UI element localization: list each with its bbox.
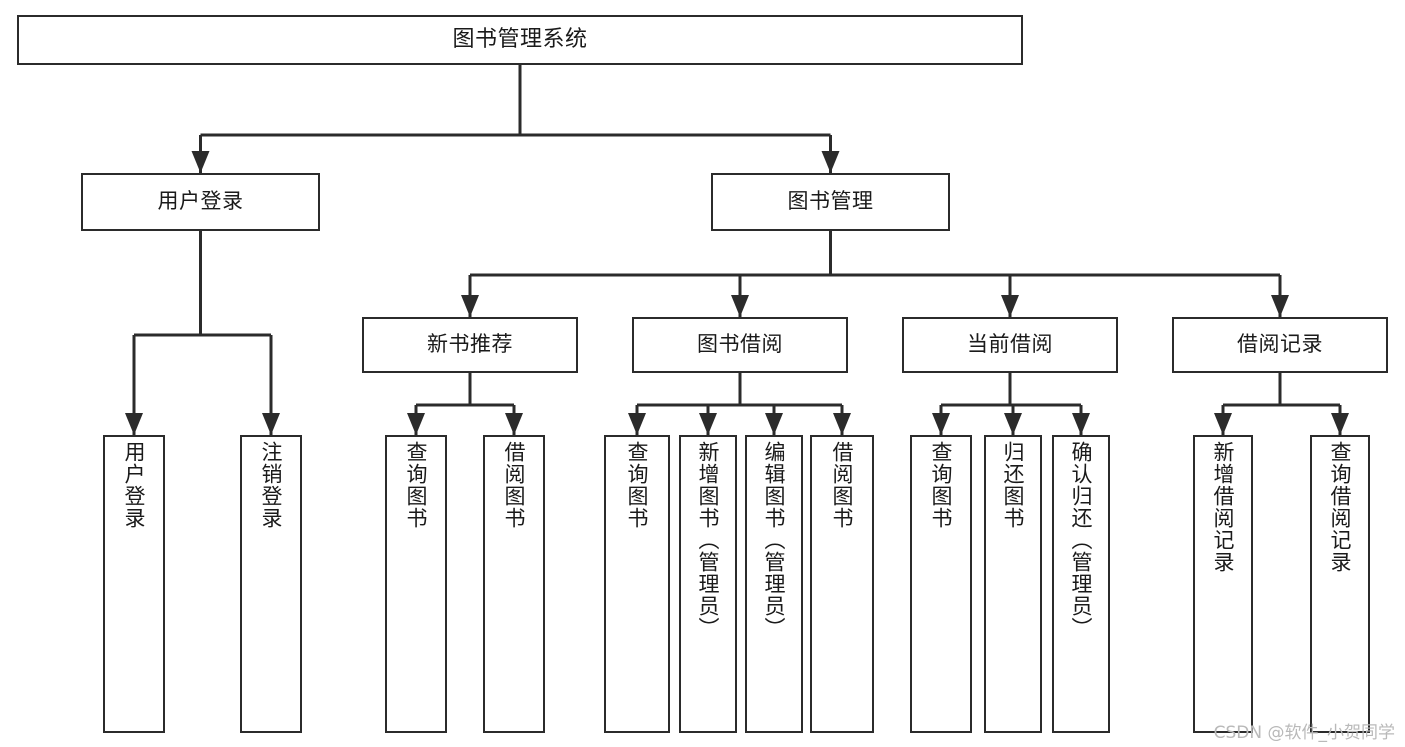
node-label: 新增借阅记录 bbox=[1211, 441, 1236, 573]
node-leaf-rec-1[interactable]: 新增借阅记录 bbox=[1193, 435, 1253, 733]
node-label: 借阅记录 bbox=[1237, 332, 1323, 357]
arrowhead bbox=[505, 413, 523, 435]
arrowhead bbox=[262, 413, 280, 435]
arrowhead bbox=[1331, 413, 1349, 435]
node-label: 归还图书 bbox=[1001, 441, 1026, 529]
node-leaf-bor-2[interactable]: 新增图书（管理员） bbox=[679, 435, 737, 733]
node-leaf-login-1[interactable]: 用户登录 bbox=[103, 435, 165, 733]
arrowhead bbox=[407, 413, 425, 435]
arrowhead bbox=[833, 413, 851, 435]
node-label: 借阅图书 bbox=[502, 441, 527, 529]
node-leaf-new-1[interactable]: 查询图书 bbox=[385, 435, 447, 733]
arrowhead bbox=[461, 295, 479, 317]
node-label: 查询借阅记录 bbox=[1328, 441, 1353, 573]
arrowhead bbox=[765, 413, 783, 435]
node-label: 借阅图书 bbox=[830, 441, 855, 529]
node-leaf-new-2[interactable]: 借阅图书 bbox=[483, 435, 545, 733]
node-label: 查询图书 bbox=[404, 441, 429, 529]
node-leaf-bor-4[interactable]: 借阅图书 bbox=[810, 435, 874, 733]
arrowhead bbox=[1001, 295, 1019, 317]
arrowhead bbox=[1214, 413, 1232, 435]
node-label: 查询图书 bbox=[929, 441, 954, 529]
arrowhead bbox=[932, 413, 950, 435]
node-label: 图书管理系统 bbox=[452, 26, 588, 52]
node-login[interactable]: 用户登录 bbox=[81, 173, 320, 231]
node-bookmgmt[interactable]: 图书管理 bbox=[711, 173, 950, 231]
arrowhead bbox=[699, 413, 717, 435]
node-label: 编辑图书（管理员） bbox=[762, 441, 787, 639]
node-label: 查询图书 bbox=[625, 441, 650, 529]
node-leaf-login-2[interactable]: 注销登录 bbox=[240, 435, 302, 733]
node-borrow[interactable]: 图书借阅 bbox=[632, 317, 848, 373]
arrowhead bbox=[731, 295, 749, 317]
node-label: 用户登录 bbox=[157, 189, 244, 214]
arrowhead bbox=[628, 413, 646, 435]
node-leaf-bor-1[interactable]: 查询图书 bbox=[604, 435, 670, 733]
node-record[interactable]: 借阅记录 bbox=[1172, 317, 1388, 373]
node-label: 用户登录 bbox=[122, 441, 147, 529]
node-label: 图书管理 bbox=[787, 189, 874, 214]
node-root[interactable]: 图书管理系统 bbox=[17, 15, 1023, 65]
arrowhead bbox=[1004, 413, 1022, 435]
node-label: 新书推荐 bbox=[427, 332, 513, 357]
node-label: 确认归还（管理员） bbox=[1069, 441, 1094, 639]
arrowhead bbox=[125, 413, 143, 435]
node-leaf-cur-1[interactable]: 查询图书 bbox=[910, 435, 972, 733]
node-leaf-cur-3[interactable]: 确认归还（管理员） bbox=[1052, 435, 1110, 733]
arrowhead bbox=[821, 151, 840, 173]
node-label: 图书借阅 bbox=[697, 332, 783, 357]
node-current[interactable]: 当前借阅 bbox=[902, 317, 1118, 373]
node-leaf-cur-2[interactable]: 归还图书 bbox=[984, 435, 1042, 733]
arrowhead bbox=[1072, 413, 1090, 435]
node-label: 当前借阅 bbox=[967, 332, 1053, 357]
node-label: 注销登录 bbox=[259, 441, 284, 529]
arrowhead bbox=[1271, 295, 1289, 317]
watermark: CSDN @软件_小贺同学 bbox=[1213, 723, 1395, 743]
node-label: 新增图书（管理员） bbox=[696, 441, 721, 639]
node-leaf-rec-2[interactable]: 查询借阅记录 bbox=[1310, 435, 1370, 733]
node-newbook[interactable]: 新书推荐 bbox=[362, 317, 578, 373]
node-leaf-bor-3[interactable]: 编辑图书（管理员） bbox=[745, 435, 803, 733]
arrowhead bbox=[191, 151, 210, 173]
